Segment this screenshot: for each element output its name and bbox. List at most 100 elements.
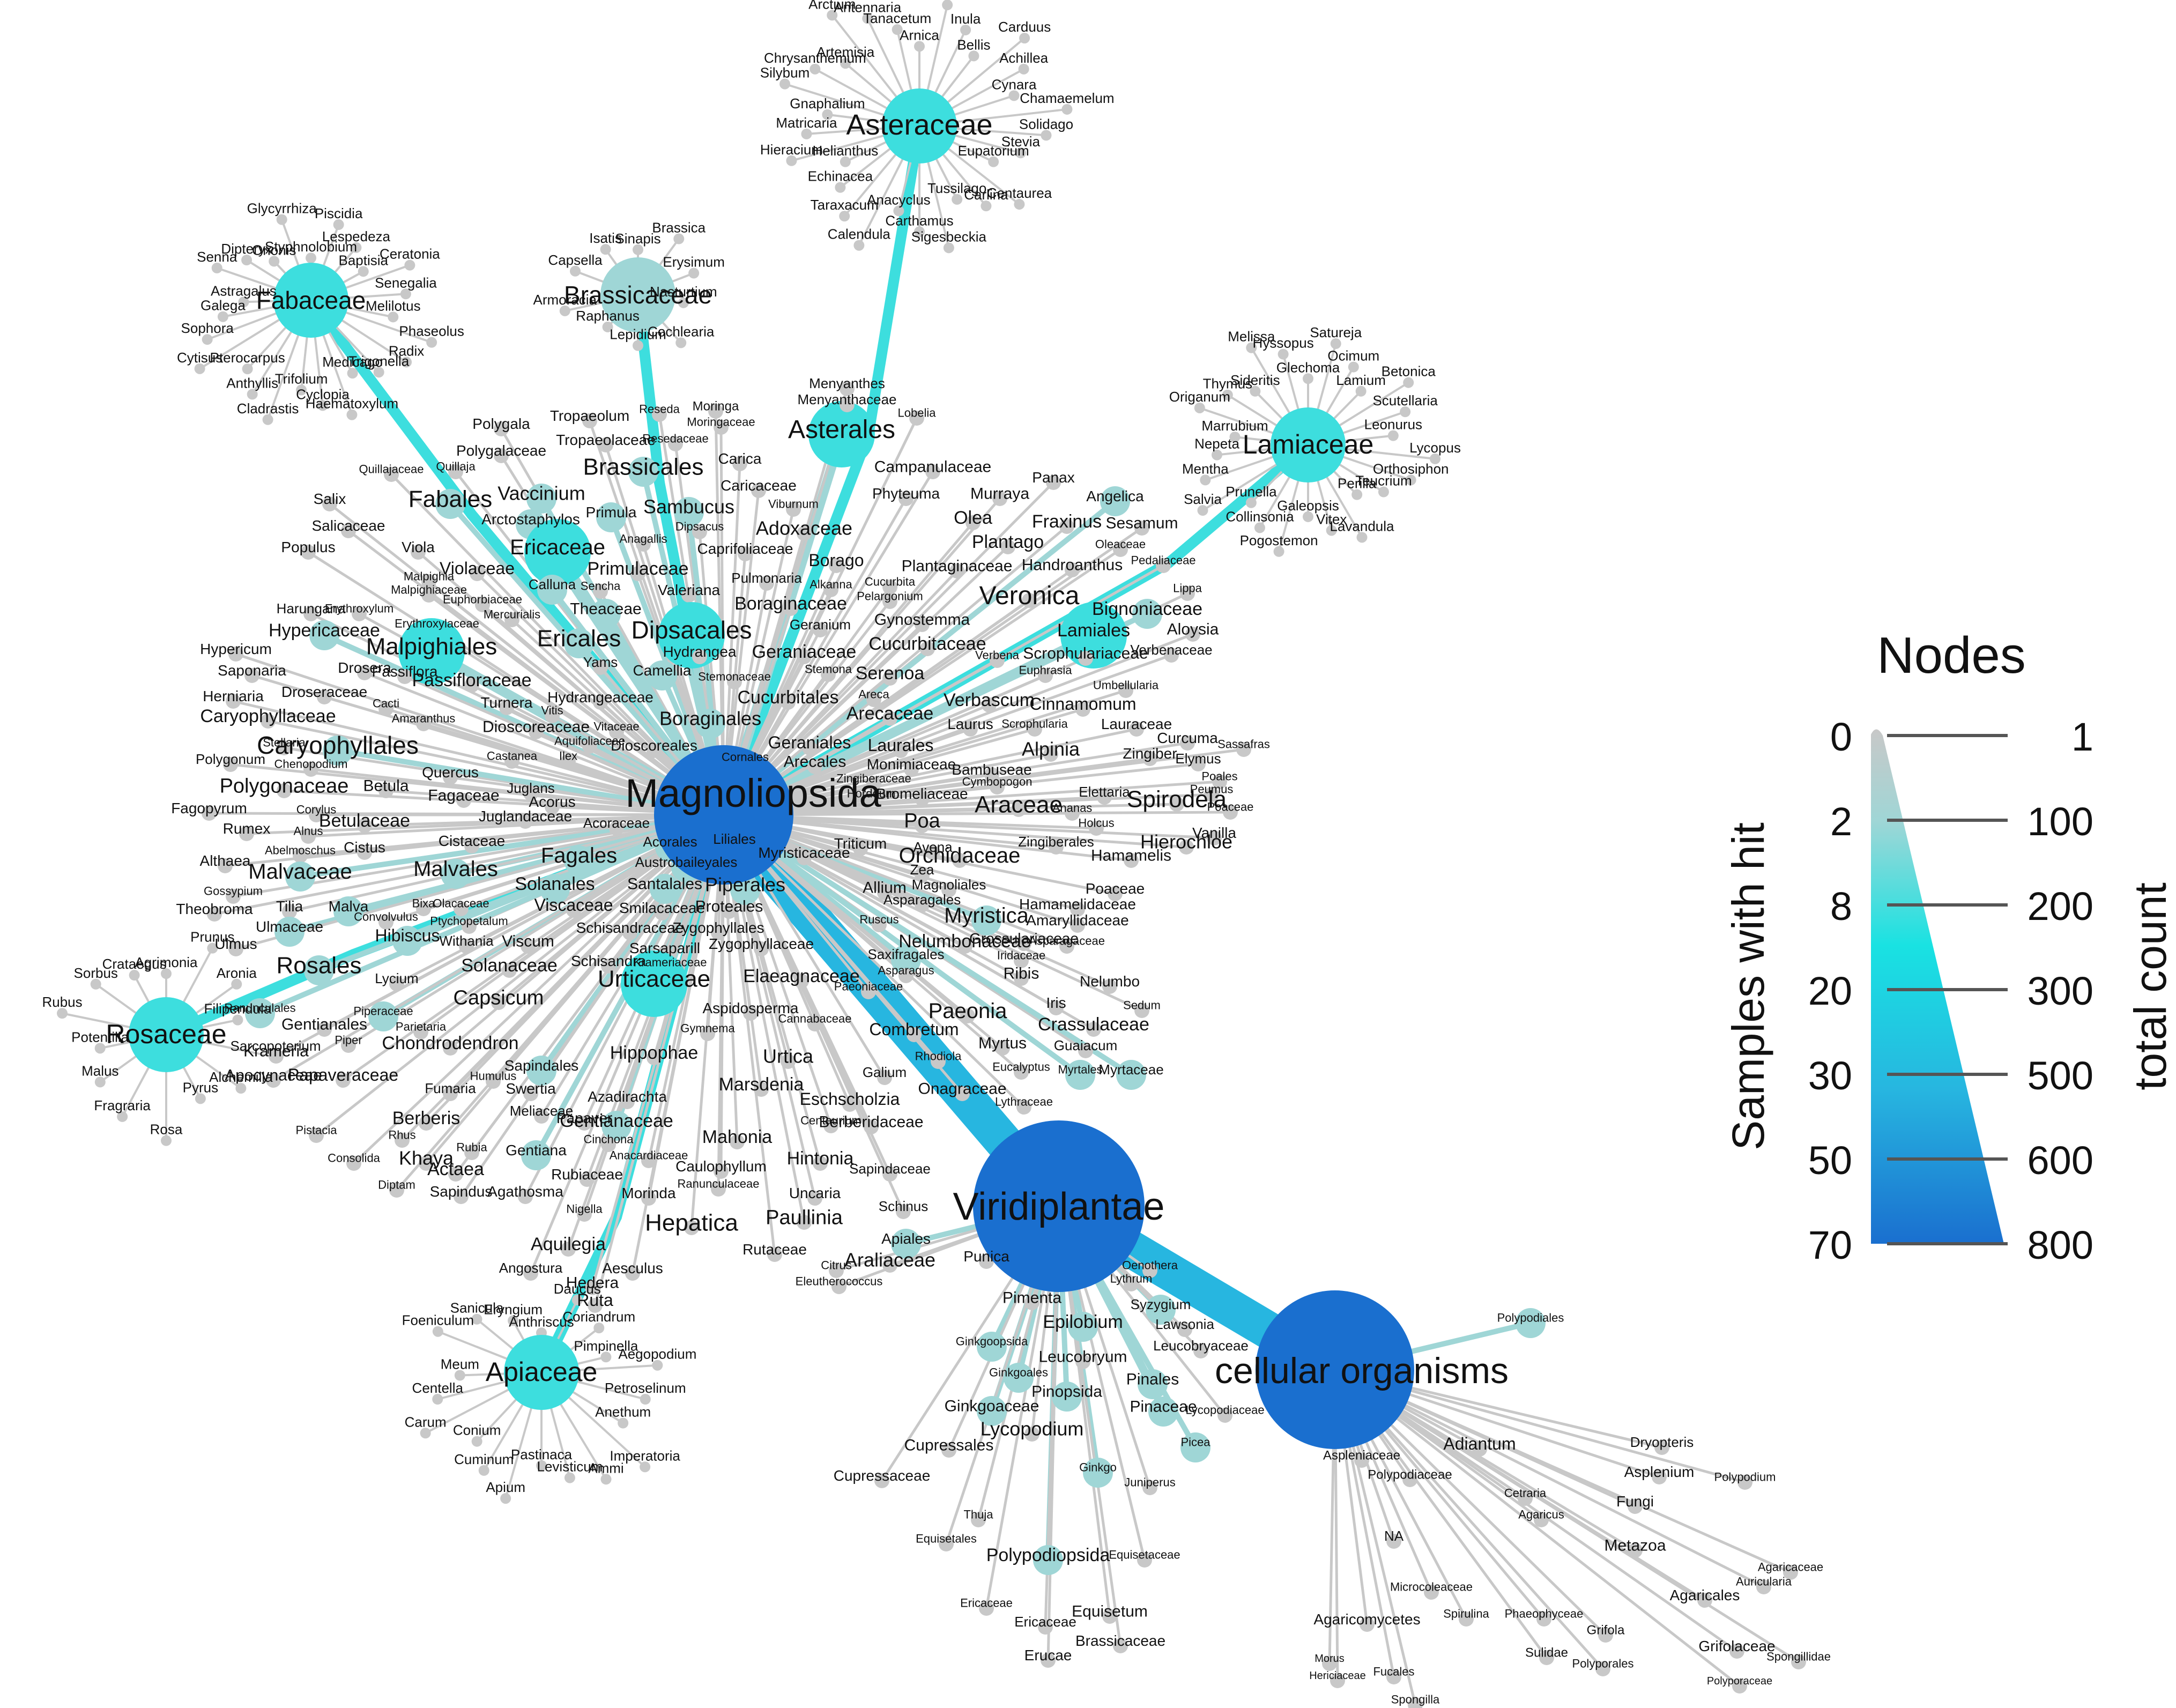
node-fagaceae — [456, 793, 471, 808]
node-label-prunus: Prunus — [190, 929, 234, 945]
node-label-rubia: Rubia — [456, 1141, 487, 1154]
node-inula — [960, 24, 971, 35]
node-erucae — [1041, 1653, 1056, 1668]
node-label-ilex: Ilex — [559, 749, 577, 763]
node-label-erysimum: Erysimum — [663, 254, 725, 270]
node-tanacetum — [892, 24, 903, 35]
node-label-cochlearia: Cochlearia — [648, 323, 715, 339]
node-rhus — [395, 1133, 410, 1148]
node-spongilla — [1408, 1697, 1423, 1708]
node-malvales — [441, 859, 471, 889]
node-label-bambuseae: Bambuseae — [952, 761, 1031, 778]
node-cacti — [378, 701, 393, 716]
node-label-viburnum: Viburnum — [768, 497, 819, 511]
node-pelargonium — [882, 594, 897, 609]
node-label-poa: Poa — [904, 810, 940, 832]
node-cupressales — [941, 1443, 956, 1458]
node-label-allium: Allium — [863, 879, 907, 897]
node-label-piper: Piper — [335, 1034, 362, 1047]
node-label-malva: Malva — [329, 898, 369, 915]
node-label-anthriscus: Anthriscus — [509, 1313, 574, 1330]
node-chamaemelum — [1061, 103, 1073, 115]
node-lippa — [1180, 586, 1195, 601]
node-gnaphalium — [822, 109, 833, 120]
node-label-abelmoschus: Abelmoschus — [265, 844, 336, 857]
node-morus — [1322, 1656, 1337, 1671]
node-pulmonaria — [759, 576, 774, 591]
node-cymbopogon — [990, 779, 1005, 794]
node-label-agrimonia: Agrimonia — [135, 954, 198, 970]
edge-angelica — [721, 499, 1118, 818]
node-hyssopus — [1278, 348, 1289, 360]
node-euphorbiaceae — [475, 597, 490, 612]
node-zingiberales — [1049, 840, 1064, 855]
node-filipendula — [232, 1014, 243, 1026]
node-label-guaiacum: Guaiacum — [1054, 1037, 1118, 1053]
node-cistus — [357, 845, 372, 860]
node-label-bromeliaceae: Bromeliaceae — [876, 785, 968, 802]
node-label-euphrasia: Euphrasia — [1019, 664, 1072, 677]
node-label-carthamus: Carthamus — [885, 212, 953, 228]
node-viburnum — [786, 502, 801, 517]
node-label-brassicaceae: Brassicaceae — [1075, 1632, 1165, 1649]
node-triticum — [853, 841, 868, 856]
node-rumex — [239, 826, 254, 841]
node-label-uncaria: Uncaria — [789, 1185, 841, 1201]
node-sophora — [202, 334, 213, 345]
node-serenoa — [882, 671, 897, 686]
node-cellular-organisms — [1256, 1290, 1414, 1449]
node-fagales — [564, 845, 594, 875]
node-borago — [829, 558, 844, 573]
node-ammi — [600, 1474, 612, 1485]
node-bambuseae — [984, 767, 999, 782]
node-urtica — [781, 1054, 796, 1069]
edge-myrtales — [721, 812, 1083, 1078]
node-avena — [925, 845, 940, 860]
node-astragalus — [238, 296, 249, 308]
node-label-cinchona: Cinchona — [584, 1133, 634, 1146]
node-teucrium — [1378, 486, 1389, 497]
node-zygophyllales — [711, 925, 726, 940]
node-malpighiaceae — [421, 588, 436, 603]
node-panax — [1046, 475, 1061, 490]
node-fumaria — [443, 1086, 458, 1101]
node-label-pyrus: Pyrus — [183, 1079, 218, 1095]
node-cuminum — [478, 1465, 489, 1476]
node-araliaceae — [882, 1258, 897, 1273]
node-label-pinales: Pinales — [1126, 1371, 1179, 1388]
node-label-cupressaceae: Cupressaceae — [834, 1467, 931, 1484]
node-dioscoreaceae — [529, 724, 544, 739]
labels-layer: ArnicaCichoriumInulaBellisCarduusAchille… — [42, 0, 1830, 1706]
node-solidago — [1041, 130, 1052, 141]
node-label-tropaeolum: Tropaeolum — [550, 407, 629, 424]
node-label-fraxinus: Fraxinus — [1032, 511, 1102, 532]
node-myrtus — [995, 1041, 1010, 1056]
node-label-mahonia: Mahonia — [702, 1127, 773, 1147]
node-fagopyrum — [202, 806, 217, 821]
node-gossypium — [226, 889, 241, 904]
node-label-herniaria: Herniaria — [203, 688, 264, 704]
node-apiales — [891, 1229, 921, 1259]
node-label-aquilegia: Aquilegia — [531, 1234, 606, 1254]
node-calendula — [853, 240, 865, 251]
node-label-vitex: Vitex — [1316, 511, 1347, 527]
legend-right-axis-label: total count — [2125, 882, 2175, 1090]
node-castanea — [504, 754, 519, 769]
node-label-agathosma: Agathosma — [487, 1183, 563, 1200]
node-label-poaceae: Poaceae — [1207, 800, 1254, 814]
node-label-viscum: Viscum — [502, 933, 554, 950]
node-gentianales — [317, 1022, 332, 1037]
node-label-hierochloe: Hierochloe — [1140, 831, 1232, 853]
node-salix — [322, 496, 337, 511]
node-carica — [732, 456, 747, 471]
node-solanales — [540, 874, 570, 904]
node-medicago — [347, 368, 358, 379]
node-label-camellia: Camellia — [633, 662, 692, 679]
edge-peumus — [722, 793, 1213, 816]
node-grifola — [1598, 1628, 1613, 1643]
node-yams — [593, 660, 608, 675]
legend-title: Nodes — [1877, 627, 2026, 684]
node-label-aloysia: Aloysia — [1167, 621, 1219, 638]
node-agrimonia — [161, 968, 172, 979]
node-label-krameriaceae: Krameriaceae — [634, 956, 707, 969]
